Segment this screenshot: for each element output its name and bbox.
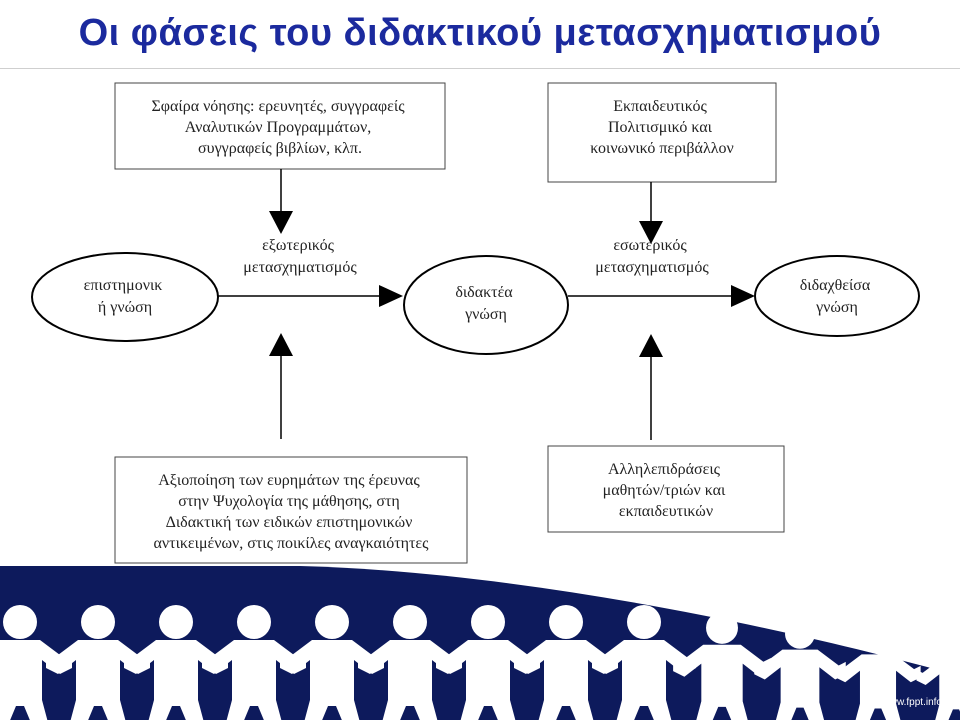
transformation-diagram: Σφαίρα νόησης: ερευνητές, συγγραφείς Ανα… [31,82,920,564]
watermark: www.fppt.info [882,697,942,708]
interactions-label: Αλληλεπιδράσεις μαθητών/τριών και εκπαιδ… [603,461,730,520]
internal-transformation-line-2: μετασχηματισμός [595,259,709,276]
taught-knowledge-line-2: γνώση [815,299,858,316]
external-transformation-line-2: μετασχηματισμός [243,259,357,276]
taught-knowledge-ellipse [754,255,920,337]
research-findings-line-3: Διδακτική των ειδικών επιστημονικών [166,514,413,531]
knowledge-sphere-line-2: Αναλυτικών Προγραμμάτων, [185,119,372,136]
person-head [706,611,738,644]
person-head [549,605,583,639]
paper-chain-people [0,605,960,720]
paper-person-figure [673,611,771,720]
paper-person-figure [592,605,696,720]
interactions-box [547,445,785,533]
person-head [785,618,815,649]
person-head [159,605,193,639]
person-body [592,640,696,720]
scientific-knowledge-line-1: επιστημονικ [84,277,163,294]
research-findings-box [114,456,468,564]
research-findings-line-2: στην Ψυχολογία της μάθησης, στη [178,493,400,510]
knowledge-sphere-label: Σφαίρα νόησης: ερευνητές, συγγραφείς Ανα… [151,98,408,157]
person-head [315,605,349,639]
person-body [754,649,846,720]
slide-title: Οι φάσεις του διδακτικού μετασχηματισμού [78,12,882,54]
person-body [916,659,960,720]
interactions-line-2: μαθητών/τριών και [603,482,726,499]
person-head [627,605,661,639]
external-transformation-arrowhead [379,285,403,307]
person-head [393,605,427,639]
person-head [864,625,892,654]
research-findings-line-4: αντικειμένων, στις ποικίλες αναγκαιότητε… [154,535,430,552]
knowledge-sphere-box [114,82,446,170]
scientific-knowledge-label: επιστημονικ ή γνώση [84,277,167,316]
cultural-environment-box [547,82,777,183]
paper-person-figure [754,618,846,720]
environment-down-arrowhead [639,221,663,244]
person-body [835,654,921,720]
internal-transformation-line-1: εσωτερικός [613,237,687,254]
research-findings-line-1: Αξιοποίηση των ευρημάτων της έρευνας [158,472,420,489]
knowledge-sphere-line-1: Σφαίρα νόησης: ερευνητές, συγγραφείς [151,98,405,115]
scientific-knowledge-ellipse [31,252,219,342]
external-transformation-label: εξωτερικός μετασχηματισμός [243,237,357,276]
internal-transformation-arrowhead [731,285,755,307]
cultural-environment-line-3: κοινωνικό περιβάλλον [590,140,733,157]
internal-transformation-label: εσωτερικός μετασχηματισμός [595,237,709,276]
teachable-knowledge-ellipse [403,255,569,355]
cultural-environment-line-2: Πολιτισμικό και [608,119,713,136]
taught-knowledge-line-1: διδαχθείσα [800,277,871,294]
paper-person-figure [916,632,960,720]
scientific-knowledge-line-2: ή γνώση [98,299,152,316]
interactions-up-arrowhead [639,334,663,357]
person-head [943,632,960,659]
research-findings-label: Αξιοποίηση των ευρημάτων της έρευνας στη… [154,472,430,552]
interactions-line-3: εκπαιδευτικών [619,503,713,520]
cultural-environment-line-1: Εκπαιδευτικός [613,98,707,115]
person-head [81,605,115,639]
person-body [673,644,771,720]
teachable-knowledge-line-1: διδακτέα [455,284,513,301]
diagram-panel: Σφαίρα νόησης: ερευνητές, συγγραφείς Ανα… [0,68,960,573]
cultural-environment-label: Εκπαιδευτικός Πολιτισμικό και κοινωνικό … [590,98,733,157]
interactions-line-1: Αλληλεπιδράσεις [608,461,721,478]
teachable-knowledge-line-2: γνώση [464,306,507,323]
findings-up-arrowhead [269,333,293,356]
sphere-down-arrowhead [269,211,293,234]
teachable-knowledge-label: διδακτέα γνώση [455,284,516,323]
paper-person-figure [835,625,921,720]
taught-knowledge-label: διδαχθείσα γνώση [800,277,875,316]
person-head [237,605,271,639]
person-head [471,605,505,639]
knowledge-sphere-line-3: συγγραφείς βιβλίων, κλπ. [198,140,362,157]
person-head [3,605,37,639]
footer-art [0,566,960,720]
external-transformation-line-1: εξωτερικός [262,237,335,254]
